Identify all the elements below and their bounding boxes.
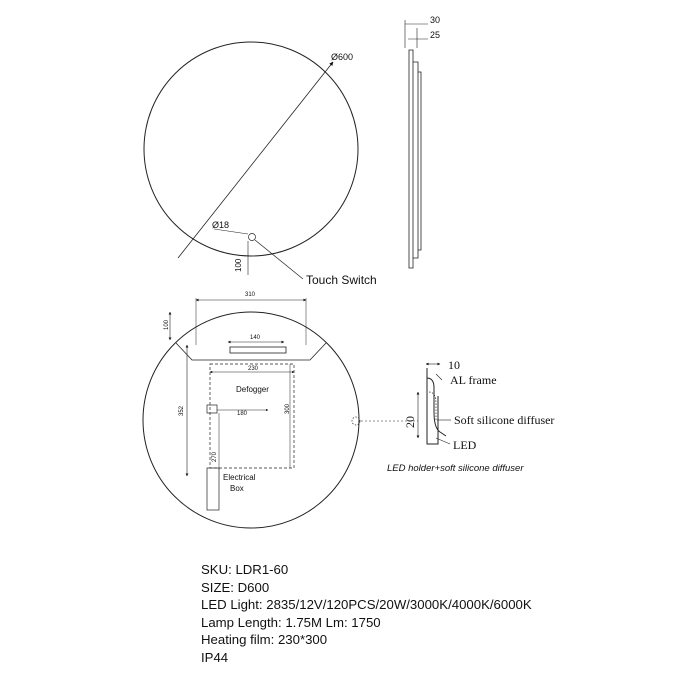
- spec-heating-film: Heating film: 230*300: [201, 632, 328, 648]
- front-view: Ø600 Ø18 100 Touch Switch: [143, 41, 377, 287]
- spec-ip: IP44: [201, 649, 229, 665]
- switch-detail-marker: [351, 416, 361, 426]
- heating-film-area: [209, 363, 295, 469]
- bracket-label: 180: [237, 411, 248, 417]
- spec-list: SKU: LDR1-60 SIZE: D600 LED Light: 2835/…: [201, 561, 532, 667]
- switch-offset-label: 100: [234, 258, 243, 272]
- depth-total-label: 30: [430, 15, 440, 25]
- top-offset-label: 100: [164, 319, 170, 330]
- box-width-label: 140: [250, 335, 261, 341]
- back-view: 310 100 352 140 230 Defogger 300 180: [142, 292, 418, 529]
- diameter-label: Ø600: [331, 52, 353, 62]
- switch-diameter-label: Ø18: [212, 220, 229, 230]
- profile-width-label: 10: [448, 358, 460, 372]
- spec-sku: SKU: LDR1-60: [201, 562, 289, 577]
- back-mirror-outline: [142, 311, 360, 529]
- touch-switch-marker: [248, 233, 256, 241]
- spec-led-light: LED Light: 2835/12V/120PCS/20W/3000K/400…: [201, 597, 532, 613]
- switch-pointer-line: [213, 228, 249, 235]
- bottom-label: 270: [212, 451, 218, 462]
- mirror-outline: [143, 41, 359, 257]
- touch-switch-label: Touch Switch: [306, 273, 377, 287]
- electrical-box: [206, 467, 220, 511]
- electrical-box-line2: Box: [230, 484, 244, 493]
- profile-caption: LED holder+soft silicone diffuser: [387, 463, 524, 474]
- profile-shape: [426, 368, 447, 445]
- spec-size: SIZE: D600: [201, 579, 270, 595]
- mounting-bracket: [229, 346, 287, 354]
- vertical-label: 352: [179, 405, 185, 416]
- spec-lamp-length: Lamp Length: 1.75M Lm: 1750: [201, 614, 381, 630]
- defogger-label: Defogger: [236, 385, 269, 394]
- al-frame-label: AL frame: [450, 373, 497, 387]
- diffuser-label: Soft silicone diffuser: [454, 413, 554, 427]
- depth-inner-label: 25: [430, 30, 440, 40]
- width-label: 310: [245, 292, 256, 298]
- film-height-label: 300: [285, 403, 291, 414]
- touch-switch-leader: [254, 239, 304, 280]
- film-width-label: 230: [248, 366, 259, 372]
- profile-height-label: 20: [403, 416, 417, 428]
- side-profile: [408, 49, 422, 269]
- side-view: 30 25: [404, 15, 440, 269]
- diameter-line: [177, 61, 334, 259]
- led-profile-detail: 10 20 AL frame Soft silicone diffuser LE…: [387, 358, 554, 474]
- electrical-box-line1: Electrical: [223, 473, 256, 482]
- led-label: LED: [453, 438, 477, 452]
